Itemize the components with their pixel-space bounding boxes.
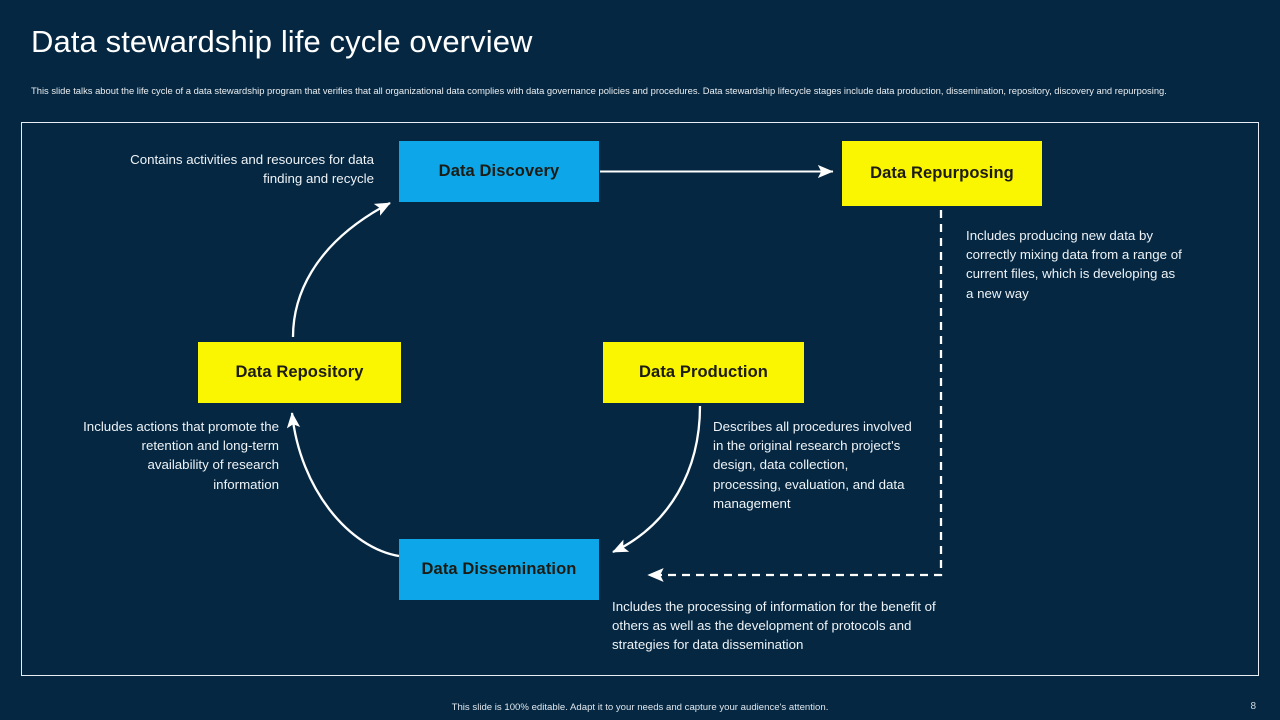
note-data-repository: Includes actions that promote the retent… — [83, 419, 279, 492]
diagram-frame — [21, 122, 1259, 676]
footer-note: This slide is 100% editable. Adapt it to… — [451, 702, 829, 713]
note-data-discovery: Contains activities and resources for da… — [130, 152, 374, 187]
stage-label-data-repurposing: Data Repurposing — [870, 164, 1014, 182]
stage-box-data-discovery[interactable]: Data Discovery — [399, 141, 599, 202]
stage-label-data-repository: Data Repository — [235, 363, 364, 381]
stage-label-data-discovery: Data Discovery — [438, 162, 560, 180]
stage-label-data-production: Data Production — [639, 363, 768, 381]
slide-subtitle: This slide talks about the life cycle of… — [31, 85, 1167, 96]
note-data-dissemination: Includes the processing of information f… — [612, 599, 936, 653]
stage-box-data-dissemination[interactable]: Data Dissemination — [399, 539, 599, 600]
page-title: Data stewardship life cycle overview — [31, 24, 533, 59]
page-number: 8 — [1250, 701, 1256, 712]
stage-box-data-production[interactable]: Data Production — [603, 342, 804, 403]
note-data-production: Describes all procedures involved in the… — [713, 419, 912, 511]
stage-box-data-repository[interactable]: Data Repository — [198, 342, 401, 403]
stage-box-data-repurposing[interactable]: Data Repurposing — [842, 141, 1042, 206]
stage-label-data-dissemination: Data Dissemination — [421, 560, 577, 578]
note-data-repurposing: Includes producing new data by correctly… — [966, 228, 1182, 301]
